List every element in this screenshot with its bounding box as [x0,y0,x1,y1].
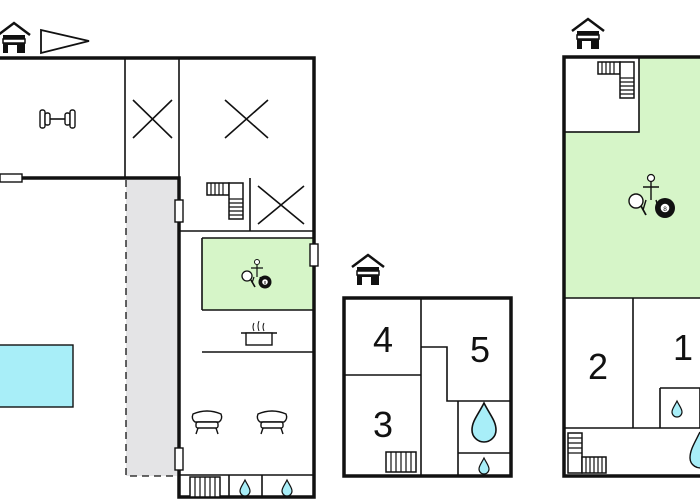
house-icon [350,253,386,287]
door-marker [0,173,23,183]
armchair-icon [191,410,223,435]
water-drop-icon [281,479,293,497]
door-marker [309,243,319,267]
ping-pong-icon [241,270,256,288]
room-number-1: 1 [673,327,693,368]
billiard-ball-icon: 8 [655,198,675,218]
room-number-2: 2 [588,346,608,387]
ping-pong-icon [628,193,647,216]
water-drop-icon [239,479,251,497]
house-icon [570,17,606,51]
room-number-3: 3 [373,404,393,445]
void-mark [224,99,269,139]
staircase-icon [189,476,221,498]
room-number-4: 4 [373,319,393,360]
billiard-ball-icon: 8 [258,275,272,289]
armchair-icon [256,410,288,435]
void-mark [132,99,173,139]
main-building: 8 [0,21,319,499]
cooking-pot-icon [241,320,277,346]
billiard-ball-number: 8 [663,206,667,213]
billiard-ball-number: 8 [264,280,267,285]
covered-walkway [126,180,177,476]
right-building: 8 2 1 [562,17,700,478]
void-mark [257,185,305,225]
house-icon [0,21,32,55]
middle-building: 4 5 3 [342,253,513,478]
water-drop-icon [471,401,497,443]
foosball-icon [251,259,263,284]
staircase-icon [206,182,244,220]
water-drop-icon [478,457,490,475]
water-drop-icon [689,431,700,469]
staircase-icon [385,451,417,473]
room-number-5: 5 [470,329,490,370]
door-marker [174,199,184,223]
game-room [202,238,314,310]
door-marker [174,447,184,471]
pool [0,344,74,408]
dumbbell-icon [39,109,76,129]
foosball-icon [642,173,660,211]
water-drop-icon [671,400,683,418]
north-arrow-icon [40,28,90,55]
staircase-icon [567,432,607,474]
